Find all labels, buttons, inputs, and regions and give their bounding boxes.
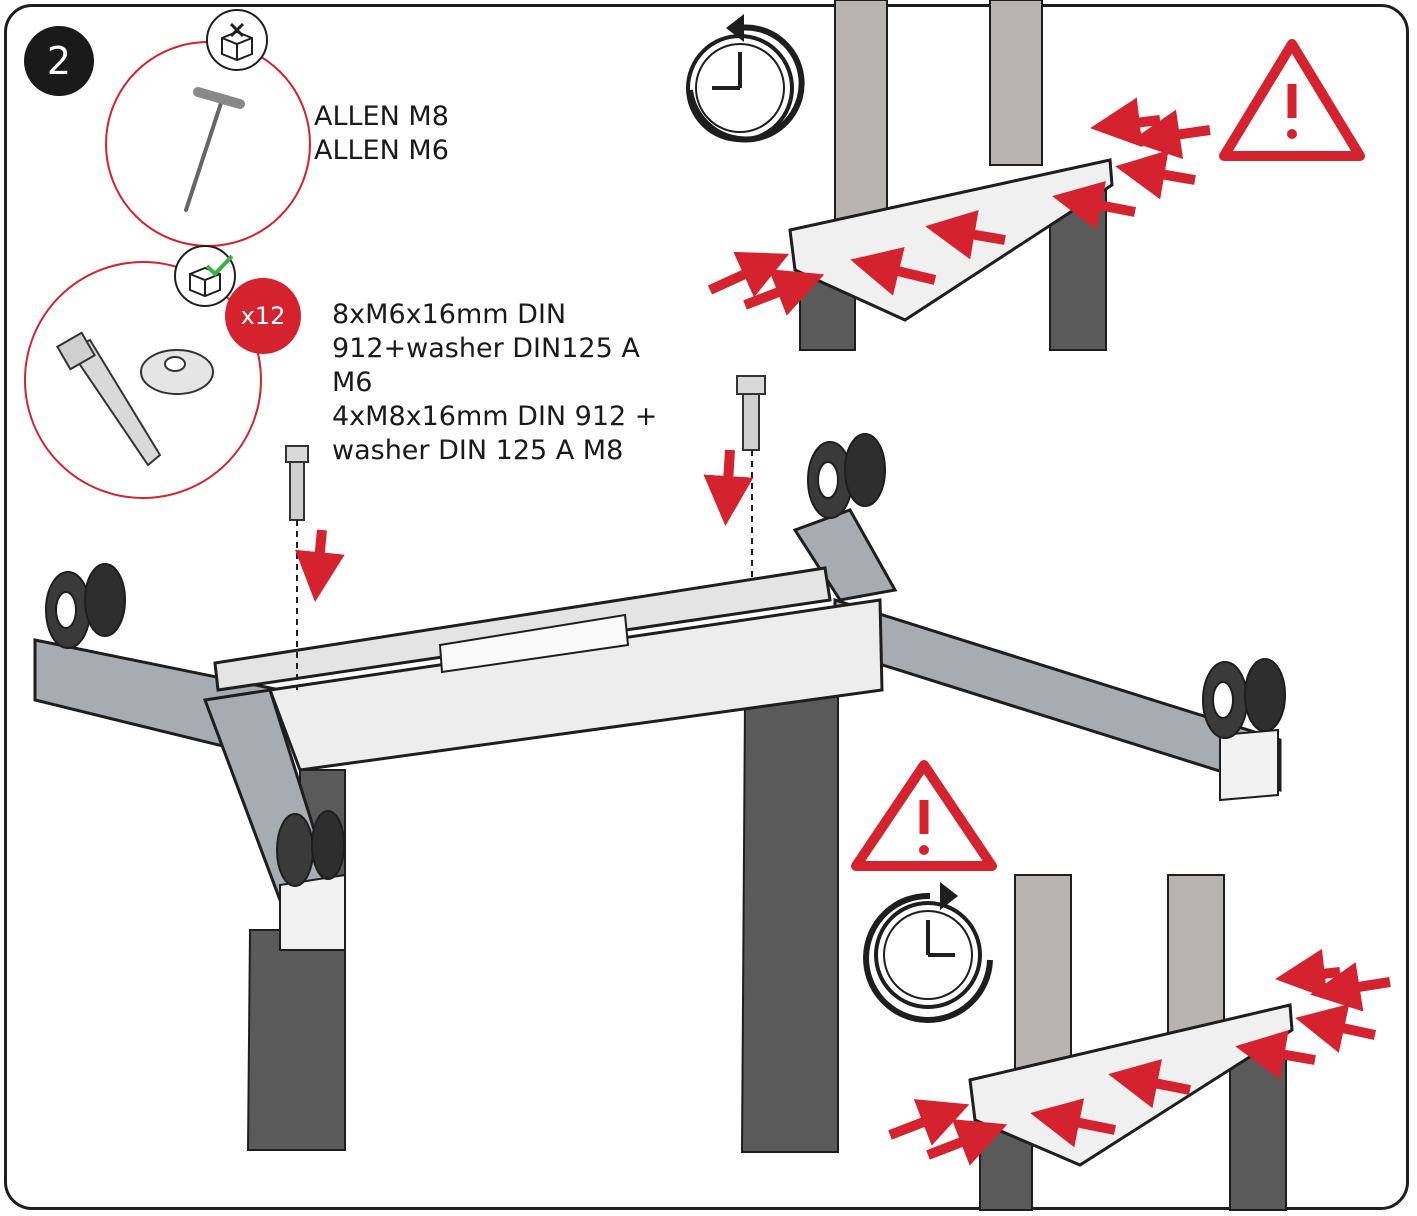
hardware-line: M6 [332, 367, 373, 398]
tool-allen-m6: ALLEN M6 [314, 135, 449, 166]
tools-label: ALLEN M8 ALLEN M6 [314, 100, 449, 168]
caster-wheel [45, 563, 126, 649]
allen-key-icon [184, 87, 245, 212]
left-leg [246, 929, 346, 1151]
box-included-icon [189, 254, 234, 298]
crossbeam-channel [213, 566, 832, 692]
clock-counterclockwise-icon [686, 14, 805, 143]
caster-wheel [1202, 658, 1286, 739]
tool-callout [105, 9, 311, 247]
hardware-label: 8xM6x16mm DIN 912+washer DIN125 A M6 4xM… [332, 298, 657, 468]
desk-frame [33, 375, 1286, 1153]
crossbeam [267, 598, 884, 772]
caster-wheel [807, 433, 886, 519]
hardware-line: 912+washer DIN125 A [332, 333, 640, 364]
caster-wheel [276, 810, 345, 887]
bolt [703, 375, 766, 580]
warning-icon [851, 760, 997, 871]
panel-frame [4, 4, 1409, 1210]
hardware-callout [24, 245, 262, 499]
bolt [285, 445, 345, 690]
step-number-badge: 2 [24, 26, 94, 96]
box-not-included-icon [221, 22, 253, 62]
hardware-line: 8xM6x16mm DIN [332, 299, 567, 330]
bolt-and-washer-icon [56, 331, 214, 467]
detail-tighten [851, 760, 1391, 1211]
detail-loosen [686, 0, 1365, 351]
center-leg [740, 688, 839, 1153]
quantity-badge: x12 [225, 278, 301, 354]
hardware-line: 4xM8x16mm DIN 912 + [332, 401, 658, 432]
hardware-line: washer DIN 125 A M8 [332, 435, 624, 466]
warning-icon [1219, 39, 1365, 161]
clock-clockwise-icon [863, 882, 993, 1023]
tool-allen-m8: ALLEN M8 [314, 101, 449, 132]
